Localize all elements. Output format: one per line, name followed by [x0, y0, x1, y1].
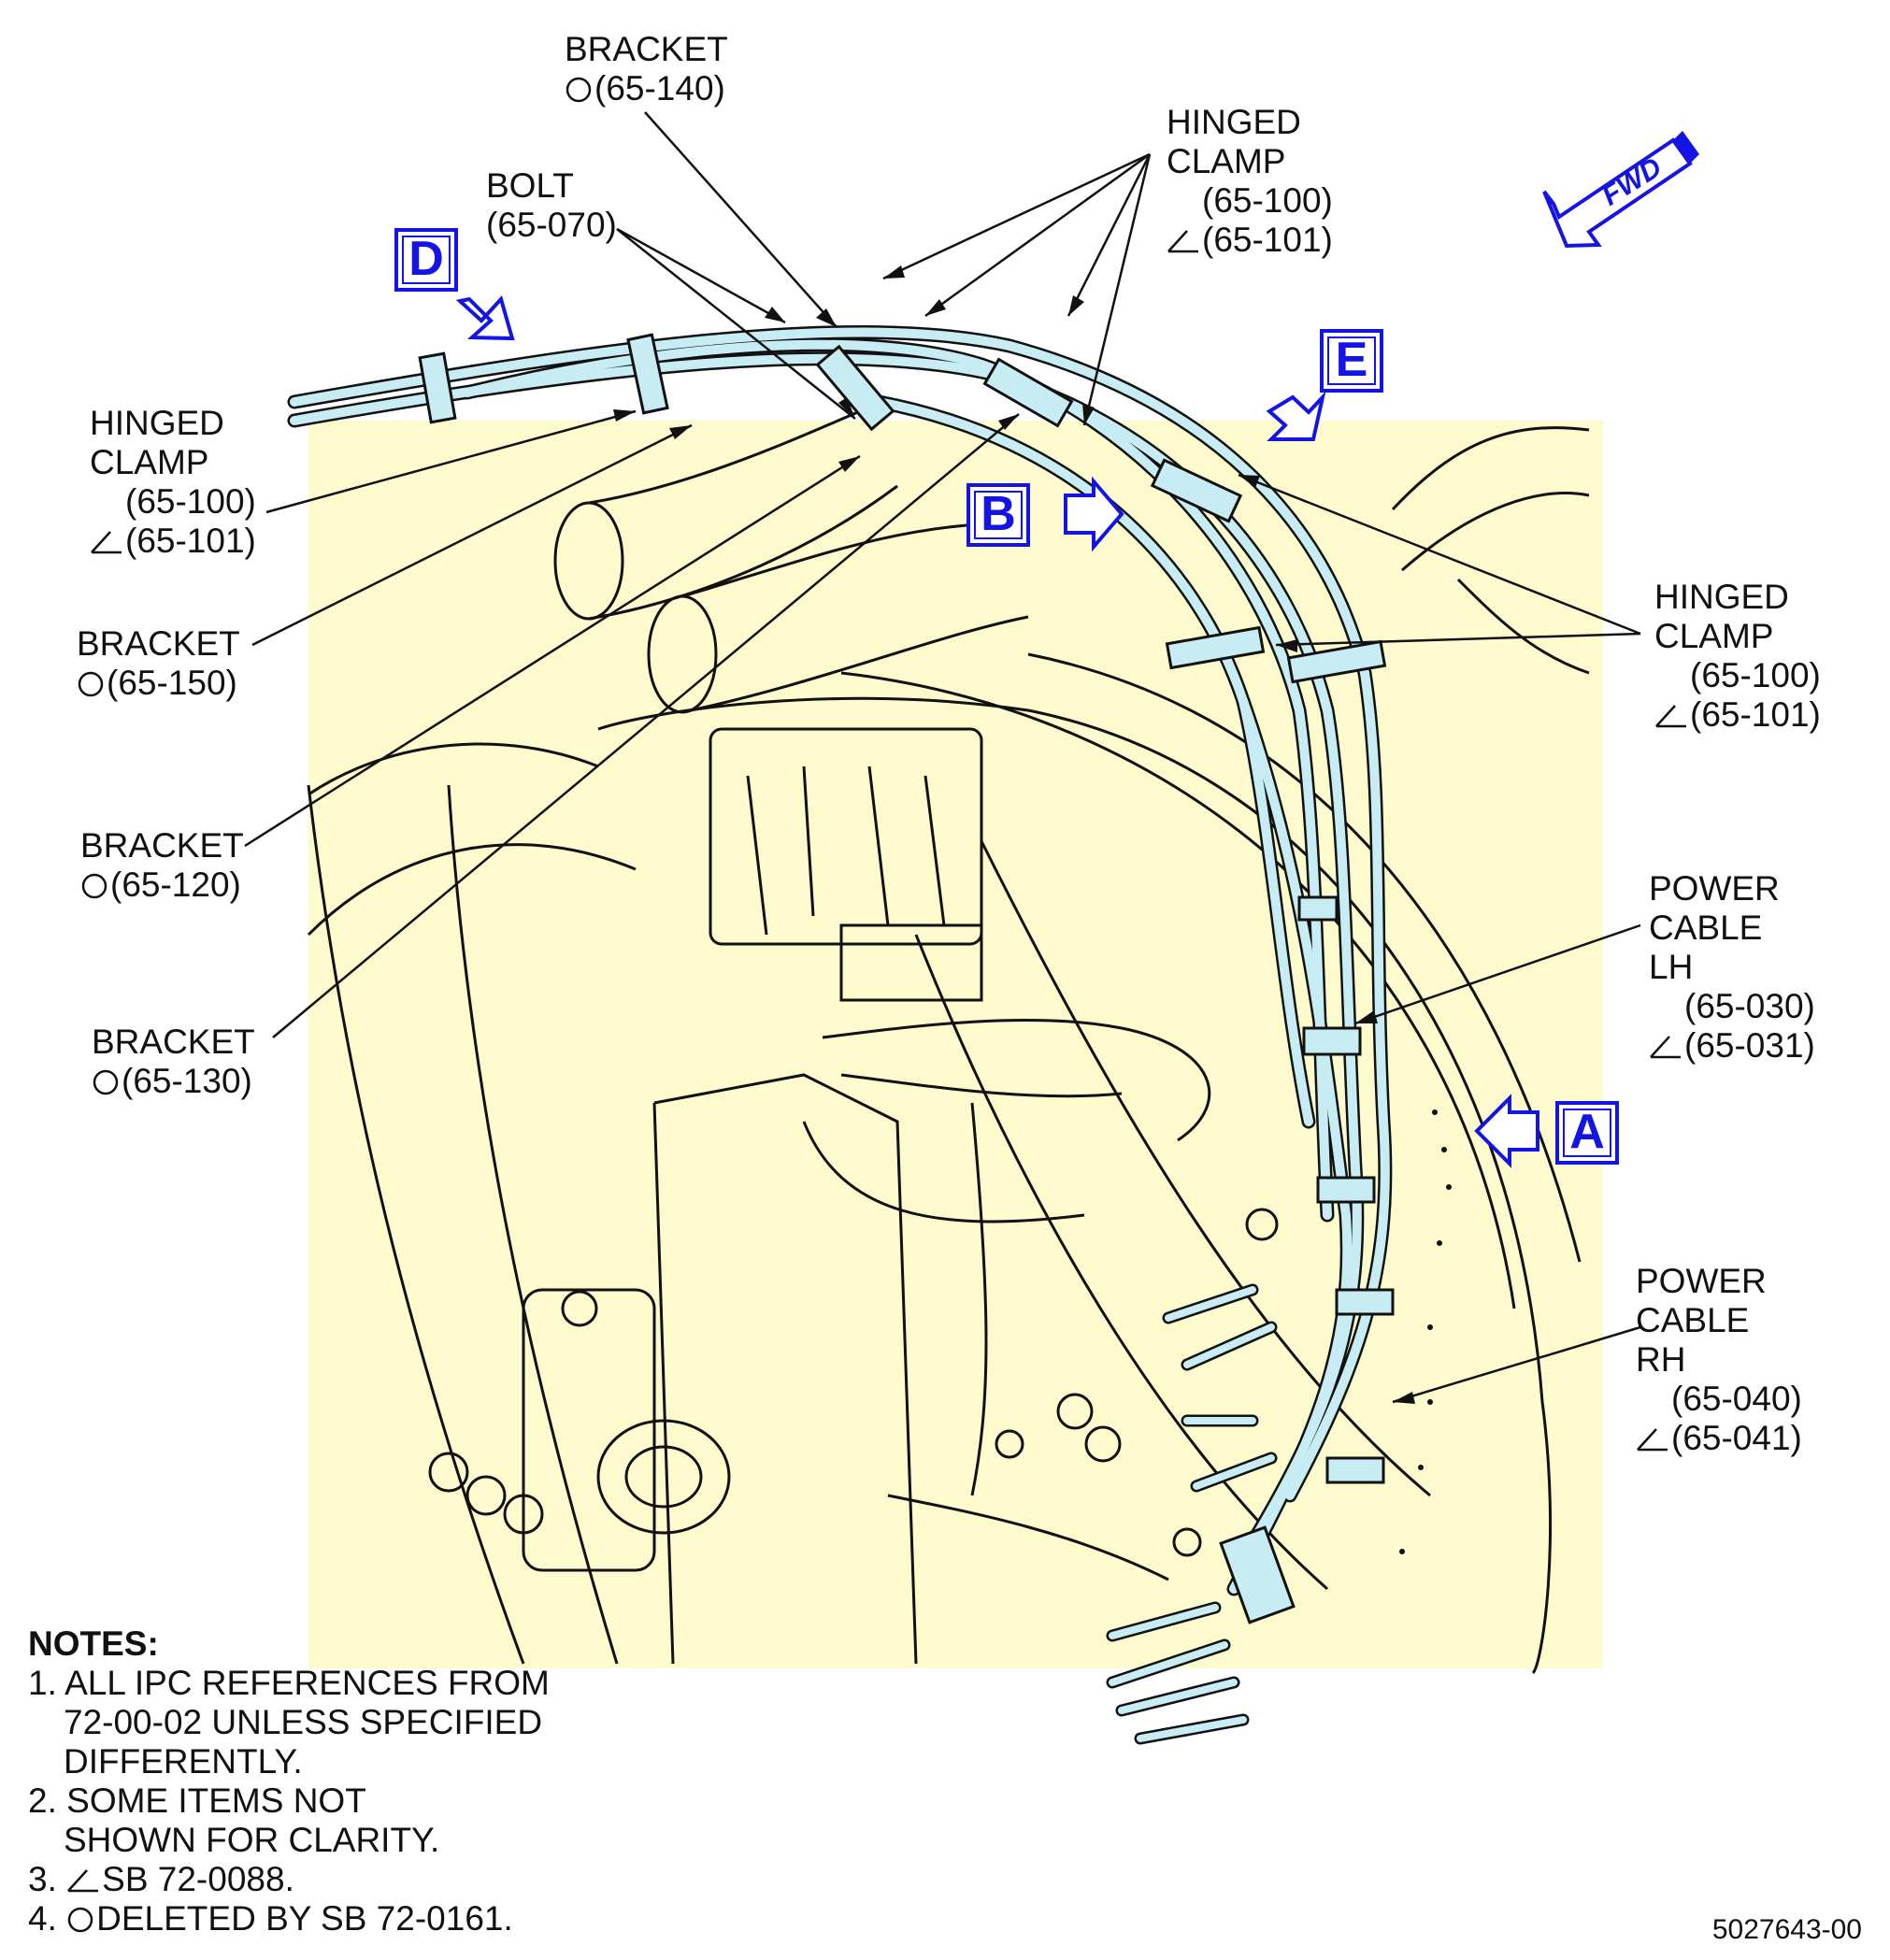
sb-triangle-icon: [91, 531, 122, 554]
fwd-direction-arrow: [1542, 131, 1699, 249]
note-1-line-3: DIFFERENTLY.: [64, 1742, 303, 1781]
engine-highlight-lower: [308, 1645, 561, 1668]
view-label-b: B: [966, 483, 1030, 547]
deleted-circle-icon: [67, 1907, 93, 1933]
note-1-line-2: 72-00-02 UNLESS SPECIFIED: [64, 1703, 543, 1741]
callout-hinged-clamp-top: HINGED CLAMP (65-100) (65-101): [1167, 103, 1333, 259]
view-arrows: [455, 295, 1539, 1168]
callout-bracket-65-140: BRACKET (65-140): [565, 30, 728, 107]
sb-triangle-icon: [1167, 230, 1198, 253]
sb-triangle-icon: [1655, 705, 1686, 728]
callout-bracket-65-150: BRACKET (65-150): [77, 624, 240, 702]
deleted-circle-icon: [93, 1069, 119, 1095]
sb-triangle-icon: [1650, 1036, 1681, 1059]
deleted-circle-icon: [81, 873, 107, 899]
view-a-arrow: [1474, 1094, 1539, 1168]
view-b-arrow: [1064, 476, 1124, 552]
leader-lines: [244, 111, 1641, 1404]
document-number: 5027643-00: [1711, 1914, 1862, 1945]
callout-bolt-65-070: BOLT (65-070): [486, 166, 617, 244]
view-label-a: A: [1555, 1101, 1619, 1165]
note-4: 4. DELETED BY SB 72-0161.: [28, 1899, 513, 1938]
notes-heading: NOTES:: [28, 1624, 159, 1663]
view-e-arrow: [1266, 391, 1326, 441]
callout-power-cable-rh: POWER CABLE RH (65-040) (65-041): [1636, 1262, 1802, 1457]
flange-bolts: [1399, 1109, 1452, 1554]
hinged-clamps: [418, 333, 1395, 1624]
note-3: 3. SB 72-0088.: [28, 1860, 294, 1898]
view-d-arrow: [455, 295, 515, 341]
callout-hinged-clamp-left: HINGED CLAMP (65-100) (65-101): [90, 404, 256, 560]
note-2-line-1: 2. SOME ITEMS NOT: [28, 1781, 366, 1820]
callout-power-cable-lh: POWER CABLE LH (65-030) (65-031): [1649, 869, 1815, 1065]
view-label-e: E: [1320, 329, 1383, 393]
sb-triangle-icon: [67, 1869, 99, 1893]
leader-arrowheads: [613, 265, 1415, 1404]
callout-hinged-clamp-right: HINGED CLAMP (65-100) (65-101): [1654, 578, 1821, 734]
notes-block: NOTES: 1. ALL IPC REFERENCES FROM 72-00-…: [28, 1624, 550, 1939]
view-label-d: D: [394, 228, 458, 292]
sb-triangle-icon: [1637, 1428, 1668, 1452]
callout-bracket-65-120: BRACKET (65-120): [80, 826, 244, 904]
deleted-circle-icon: [566, 77, 592, 103]
note-1-line-1: 1. ALL IPC REFERENCES FROM: [28, 1664, 550, 1702]
note-2-line-2: SHOWN FOR CLARITY.: [64, 1821, 440, 1859]
engine-highlight-area: [308, 421, 1603, 1668]
callout-bracket-65-130: BRACKET (65-130): [92, 1023, 255, 1100]
deleted-circle-icon: [78, 671, 104, 697]
